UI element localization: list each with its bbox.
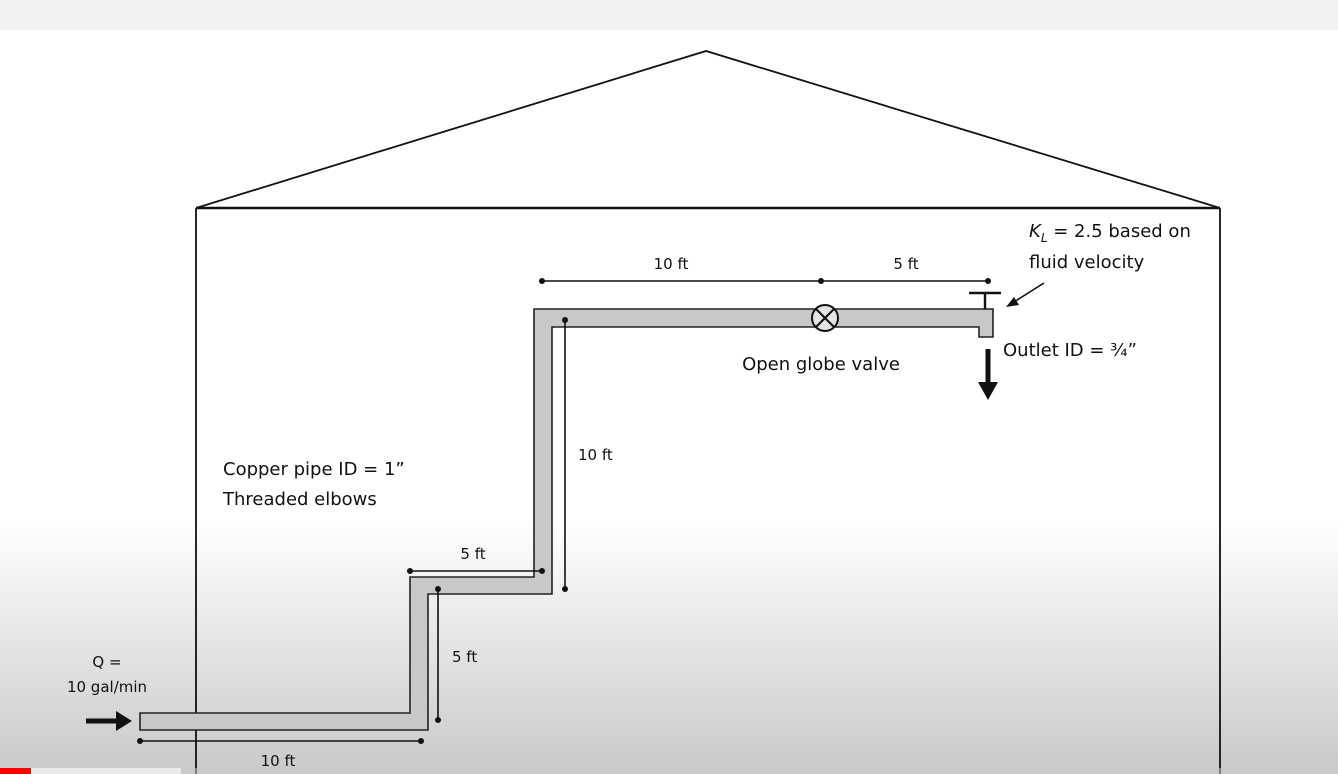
dim-label-bottom: 10 ft (261, 752, 296, 770)
top-band (0, 0, 1338, 30)
kl-pointer-arrow-icon (1006, 282, 1045, 307)
dimension-lines (137, 278, 991, 744)
flow-rate-label-line2: 10 gal/min (67, 678, 147, 696)
inlet-arrow-icon (86, 711, 132, 731)
dim-label-top-right: 5 ft (893, 255, 918, 273)
faucet-handle (969, 291, 1001, 309)
video-progress-bar[interactable] (0, 768, 1338, 774)
dim-label-top-left: 10 ft (654, 255, 689, 273)
outlet-down-arrow-icon (978, 349, 998, 400)
slide-background (0, 30, 1338, 774)
house-outline (195, 50, 1221, 774)
flow-rate-label-line1: Q = (92, 653, 121, 671)
valve-label: Open globe valve (742, 354, 900, 375)
pipe-spec-label-line2: Threaded elbows (222, 489, 377, 510)
progress-played (0, 768, 31, 774)
progress-loaded (30, 768, 181, 774)
dim-label-riser2: 10 ft (578, 446, 613, 464)
globe-valve-icon (811, 304, 839, 332)
loss-coefficient-label: KL = 2.5 based on (1029, 221, 1191, 245)
copper-pipe (139, 308, 994, 731)
dim-label-step: 5 ft (460, 545, 485, 563)
roof-line (195, 50, 1221, 209)
dim-label-riser1: 5 ft (452, 648, 477, 666)
outlet-label: Outlet ID = ¾” (1003, 340, 1137, 361)
loss-coefficient-label-line2: fluid velocity (1029, 252, 1145, 273)
pipe-spec-label-line1: Copper pipe ID = 1” (223, 459, 405, 480)
